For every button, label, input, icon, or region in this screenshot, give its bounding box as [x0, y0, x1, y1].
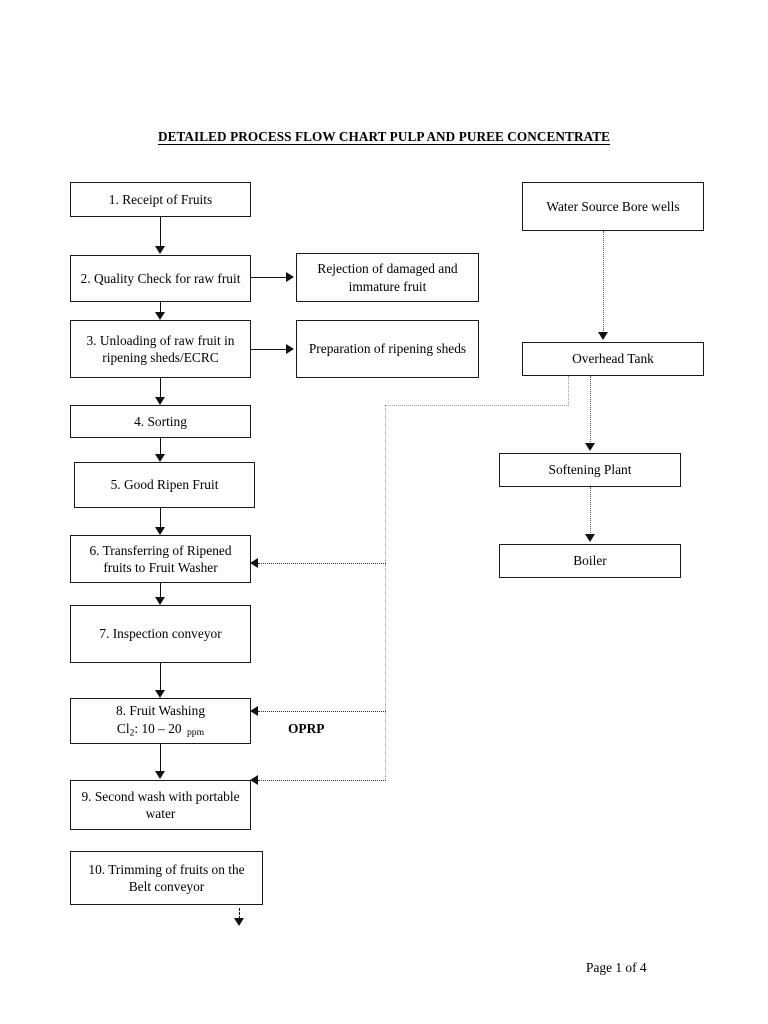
- process-box-step-3[interactable]: 3. Unloading of raw fruit in ripening sh…: [70, 320, 251, 378]
- utility-box-softening-plant[interactable]: Softening Plant: [499, 453, 681, 487]
- arrowhead-water-trunk-to-step8: [250, 706, 258, 716]
- process-box-step-9[interactable]: 9. Second wash with portable water: [70, 780, 251, 830]
- arrowhead-step2-to-step3: [155, 312, 165, 320]
- output-box-rejection[interactable]: Rejection of damaged and immature fruit: [296, 253, 479, 302]
- arrowhead-step4-to-step5: [155, 454, 165, 462]
- connector-step8-to-step9: [160, 744, 161, 772]
- arrowhead-overhead-tank-to-softening-plant: [585, 443, 595, 451]
- connector-step7-to-step8: [160, 663, 161, 691]
- process-box-step-8[interactable]: 8. Fruit Washing Cl2: 10 – 20 ppm: [70, 698, 251, 744]
- arrowhead-step8-to-step9: [155, 771, 165, 779]
- step-2-label: 2. Quality Check for raw fruit: [80, 270, 241, 286]
- utility-box-water-source[interactable]: Water Source Bore wells: [522, 182, 704, 231]
- connector-step10-to-next-page: [239, 908, 240, 919]
- process-box-step-5[interactable]: 5. Good Ripen Fruit: [74, 462, 255, 508]
- step-9-label: 9. Second wash with portable water: [81, 788, 240, 821]
- arrowhead-softening-plant-to-boiler: [585, 534, 595, 542]
- connector-water-source-to-overhead-tank: [603, 231, 604, 333]
- overhead-tank-label: Overhead Tank: [572, 351, 654, 367]
- arrowhead-step7-to-step8: [155, 690, 165, 698]
- connector-water-trunk-to-step8: [258, 711, 386, 712]
- arrowhead-step3-to-step4: [155, 397, 165, 405]
- step-8-chem-subscript: 2: [129, 727, 135, 739]
- step-5-label: 5. Good Ripen Fruit: [110, 477, 219, 493]
- connector-water-trunk-vertical: [385, 405, 386, 781]
- step-1-label: 1. Receipt of Fruits: [108, 191, 213, 207]
- rejection-label: Rejection of damaged and immature fruit: [317, 261, 458, 294]
- connector-step2-to-rejection: [251, 277, 287, 278]
- page-title: DETAILED PROCESS FLOW CHART PULP AND PUR…: [0, 129, 768, 145]
- arrowhead-step3-to-preparation: [286, 344, 294, 354]
- process-box-step-7[interactable]: 7. Inspection conveyor: [70, 605, 251, 663]
- step-8-chlorine-spec: Cl2: 10 – 20 ppm: [117, 720, 204, 740]
- utility-box-overhead-tank[interactable]: Overhead Tank: [522, 342, 704, 376]
- arrowhead-water-trunk-to-step6: [250, 558, 258, 568]
- step-6-label: 6. Transferring of Ripened fruits to Fru…: [89, 542, 232, 575]
- connector-water-trunk-to-step9: [258, 780, 386, 781]
- preparation-label: Preparation of ripening sheds: [308, 341, 467, 357]
- page-footer-text: Page 1 of 4: [586, 960, 647, 975]
- page-footer: Page 1 of 4: [586, 960, 647, 976]
- output-box-preparation[interactable]: Preparation of ripening sheds: [296, 320, 479, 378]
- arrowhead-step5-to-step6: [155, 527, 165, 535]
- connector-step3-to-step4: [160, 378, 161, 398]
- process-box-step-6[interactable]: 6. Transferring of Ripened fruits to Fru…: [70, 535, 251, 583]
- arrowhead-step10-to-next-page: [234, 918, 244, 926]
- step-10-label: 10. Trimming of fruits on the Belt conve…: [88, 861, 245, 894]
- arrowhead-water-source-to-overhead-tank: [598, 332, 608, 340]
- step-4-label: 4. Sorting: [134, 413, 187, 429]
- utility-box-boiler[interactable]: Boiler: [499, 544, 681, 578]
- step-8-chem-unit: ppm: [186, 726, 205, 738]
- connector-step4-to-step5: [160, 438, 161, 455]
- arrowhead-step6-to-step7: [155, 597, 165, 605]
- step-3-label: 3. Unloading of raw fruit in ripening sh…: [86, 332, 235, 365]
- process-box-step-1[interactable]: 1. Receipt of Fruits: [70, 182, 251, 217]
- connector-softening-plant-to-boiler: [590, 487, 591, 535]
- water-source-label: Water Source Bore wells: [546, 198, 680, 214]
- page-title-text: DETAILED PROCESS FLOW CHART PULP AND PUR…: [157, 129, 611, 144]
- step-8-label: 8. Fruit Washing: [115, 703, 206, 719]
- arrowhead-step1-to-step2: [155, 246, 165, 254]
- connector-step6-to-step7: [160, 583, 161, 598]
- connector-step2-to-step3: [160, 302, 161, 314]
- step-8-chem-prefix: Cl: [116, 720, 130, 736]
- process-box-step-10[interactable]: 10. Trimming of fruits on the Belt conve…: [70, 851, 263, 905]
- oprp-annotation-text: OPRP: [288, 721, 325, 736]
- connector-step3-to-preparation: [251, 349, 287, 350]
- process-box-step-4[interactable]: 4. Sorting: [70, 405, 251, 438]
- connector-step5-to-step6: [160, 508, 161, 528]
- connector-step1-to-step2: [160, 217, 161, 247]
- step-8-chem-range: : 10 – 20: [134, 720, 185, 736]
- arrowhead-step2-to-rejection: [286, 272, 294, 282]
- step-7-label: 7. Inspection conveyor: [99, 626, 222, 642]
- connector-overhead-tank-to-softening-plant: [590, 376, 591, 444]
- softening-plant-label: Softening Plant: [548, 462, 632, 478]
- process-box-step-2[interactable]: 2. Quality Check for raw fruit: [70, 255, 251, 302]
- arrowhead-water-trunk-to-step9: [250, 775, 258, 785]
- boiler-label: Boiler: [573, 553, 607, 569]
- oprp-annotation: OPRP: [288, 721, 324, 737]
- connector-overhead-tank-trunk-drop: [568, 376, 569, 406]
- connector-water-trunk-to-step6: [258, 563, 386, 564]
- connector-water-trunk-horizontal: [385, 405, 569, 406]
